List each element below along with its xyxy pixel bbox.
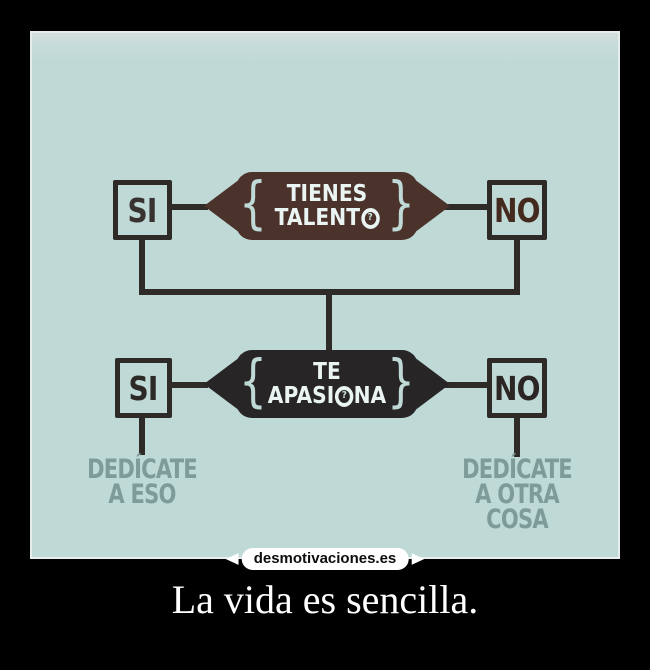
connector-no1-down	[514, 237, 520, 293]
outcome-label-no: DEDÍCATE A OTRA COSA	[462, 454, 573, 535]
question-line2-text: TALENT	[274, 205, 360, 231]
yes-label: SI	[129, 368, 159, 408]
watermark-badge: desmotivaciones.es	[225, 548, 425, 570]
question-talent-text: TIENES TALENT ?	[218, 172, 436, 240]
no-box-passion: NO	[487, 358, 547, 418]
decision-capsule-passion: { } TE APASI ? NA	[203, 350, 451, 418]
hexagon-shape-icon	[204, 350, 450, 418]
question-line1: TE	[313, 359, 341, 385]
question-line2-after: NA	[353, 383, 387, 409]
no-box-talent: NO	[487, 180, 547, 240]
brace-left-icon: {	[239, 348, 267, 415]
flowchart-panel: SI { } TIENES TALENT ?	[30, 31, 620, 559]
question-passion-text: TE APASI ? NA	[218, 350, 436, 418]
question-line2: TALENT ?	[275, 206, 380, 230]
outcome-label-yes: DEDÍCATE A ESO	[87, 454, 198, 510]
yes-box-talent: SI	[113, 180, 172, 240]
brace-right-icon: }	[387, 348, 415, 415]
ribbon-wing-left-icon	[225, 553, 239, 565]
connector-yes2-capsule	[168, 382, 208, 388]
question-line2-text: APASI	[267, 383, 335, 409]
connector-capsule2-no2	[445, 382, 491, 388]
brace-right-icon: }	[387, 170, 415, 237]
yes-box-passion: SI	[115, 358, 172, 418]
no-label: NO	[494, 190, 540, 230]
no-label: NO	[494, 368, 540, 408]
caption-text: La vida es sencilla.	[171, 577, 479, 622]
question-mark-circle-icon: ?	[360, 207, 380, 229]
connector-yes1-down	[139, 237, 145, 293]
connector-yes1-capsule	[168, 204, 208, 210]
connector-capsule1-no1	[445, 204, 491, 210]
yes-label: SI	[128, 190, 158, 230]
question-mark-circle-icon: ?	[335, 385, 354, 407]
watermark-text: desmotivaciones.es	[241, 548, 409, 570]
decision-capsule-talent: { } TIENES TALENT ?	[203, 172, 451, 240]
question-line2: APASI ? NA	[268, 384, 386, 408]
question-line1: TIENES	[286, 181, 368, 207]
connector-no2-outcome	[514, 415, 520, 457]
ribbon-wing-right-icon	[411, 553, 425, 565]
connector-yes2-outcome	[139, 415, 145, 455]
connector-middle-down	[326, 289, 332, 353]
brace-left-icon: {	[239, 170, 267, 237]
